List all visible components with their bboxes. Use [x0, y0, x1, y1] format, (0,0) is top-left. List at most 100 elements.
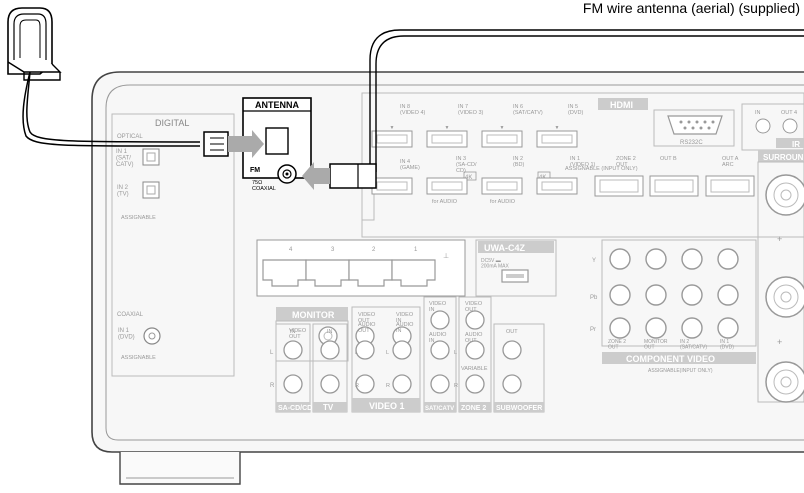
- optical-in2-port[interactable]: [142, 181, 160, 199]
- component-zone2-y-jack[interactable]: [609, 248, 631, 270]
- satcatv-video-in-jack[interactable]: [430, 310, 450, 330]
- hdmi-assignable-note: ASSIGNABLE (INPUT ONLY): [565, 166, 638, 172]
- am-terminal[interactable]: [265, 127, 289, 155]
- surround-terminal-1[interactable]: [765, 174, 804, 216]
- ir-out4-jack[interactable]: [782, 118, 798, 134]
- zone2-l-label: L: [454, 350, 457, 356]
- svg-text:▼: ▼: [445, 125, 450, 131]
- component-in2-y-jack[interactable]: [681, 248, 703, 270]
- component-in1-pb-jack[interactable]: [717, 284, 739, 306]
- hdmi-in2-port[interactable]: [481, 177, 523, 195]
- component-monitor-pb-jack[interactable]: [645, 284, 667, 306]
- video1-audio-in-l-jack[interactable]: [392, 340, 412, 360]
- tv-in-r-jack[interactable]: [320, 374, 340, 394]
- component-in1-pr-jack[interactable]: [717, 317, 739, 339]
- svg-text:▼: ▼: [555, 125, 560, 131]
- coaxial-in1-jack[interactable]: [143, 327, 161, 345]
- hdmi-in6-port[interactable]: ▼: [481, 125, 523, 148]
- hdmi-in8-label: IN 8(VIDEO 4): [400, 104, 426, 116]
- component-in2-pb-jack[interactable]: [681, 284, 703, 306]
- am-loop-antenna: [7, 7, 62, 81]
- hdmi-out-b-port[interactable]: [649, 175, 699, 197]
- svg-text:▼: ▼: [390, 125, 395, 131]
- component-in1-y-jack[interactable]: [717, 248, 739, 270]
- component-col-in1: IN 1(DVD): [720, 339, 734, 351]
- hdmi-in5-label: IN 5(DVD): [568, 104, 583, 116]
- hdmi-title: HDMI: [610, 100, 633, 110]
- hdmi-in6-label: IN 6(SAT/CATV): [513, 104, 543, 116]
- zone2-audio-out-r-jack[interactable]: [465, 374, 485, 394]
- component-zone2-pb-jack[interactable]: [609, 284, 631, 306]
- component-title: COMPONENT VIDEO: [626, 354, 715, 364]
- fm-connector-plug[interactable]: [329, 163, 377, 189]
- video1-audio-out-r-jack[interactable]: [355, 374, 375, 394]
- hdmi-in4-port[interactable]: [371, 177, 413, 195]
- optical-in1-port[interactable]: [142, 148, 160, 166]
- hdmi-in7-port[interactable]: ▼: [426, 125, 468, 148]
- component-pb-label: Pb: [590, 295, 598, 301]
- hdmi-in1-port[interactable]: [536, 177, 578, 195]
- surround-terminal-2[interactable]: [765, 276, 804, 318]
- usb-spec: DC5V ▬200mA MAX: [481, 258, 509, 270]
- usb-section: UWA-C4Z DC5V ▬200mA MAX: [475, 239, 557, 297]
- svg-text:▼: ▼: [500, 125, 505, 131]
- sacd-l-label: L: [270, 350, 274, 356]
- surround-terminal-3[interactable]: [765, 361, 804, 403]
- zone2-audio-out-l-jack[interactable]: [465, 340, 485, 360]
- subwoofer-out-1-jack[interactable]: [502, 340, 522, 360]
- sacd-in-l-jack[interactable]: [283, 340, 303, 360]
- satcatv-audio-in-r-jack[interactable]: [430, 374, 450, 394]
- am-antenna-wire: [22, 71, 264, 158]
- hdmi-in8-port[interactable]: ▼: [371, 125, 413, 148]
- surround-plus-1: +: [777, 234, 782, 244]
- ir-out4-label: OUT 4: [781, 110, 797, 116]
- hdmi-in7-label: IN 7(VIDEO 3): [458, 104, 484, 116]
- surround-section: SURROUN + +: [757, 150, 804, 403]
- component-monitor-y-jack[interactable]: [645, 248, 667, 270]
- surround-plus-2: +: [777, 337, 782, 347]
- zone2-r-label: R: [454, 383, 458, 389]
- component-in2-pr-jack[interactable]: [681, 317, 703, 339]
- video1-audio-in-r-jack[interactable]: [392, 374, 412, 394]
- subwoofer-out-2-jack[interactable]: [502, 374, 522, 394]
- hdmi-in2-label: IN 2(BD): [513, 156, 524, 168]
- rs232c-port[interactable]: RS232C: [653, 109, 735, 147]
- lan-port-label-2: 2: [372, 247, 376, 253]
- hdmi-out-a-port[interactable]: [705, 175, 755, 197]
- optical-in2-label: IN 2(TV): [117, 185, 129, 198]
- sacd-in-r-jack[interactable]: [283, 374, 303, 394]
- video1-audio-out-l-jack[interactable]: [355, 340, 375, 360]
- hdmi-4k-badge-1: 4K: [465, 175, 472, 181]
- ir-in-jack[interactable]: [755, 118, 771, 134]
- ir-in-label: IN: [755, 110, 761, 116]
- zone2-video-out-jack[interactable]: [465, 310, 485, 330]
- hdmi-in3-port[interactable]: [426, 177, 468, 195]
- hdmi-in1-label: IN 1(VIDEO 1): [570, 156, 596, 168]
- fm-antenna-caption: FM wire antenna (aerial) (supplied): [582, 0, 800, 16]
- subwoofer-label: SUBWOOFER: [496, 405, 542, 412]
- hdmi-zone2-out-port[interactable]: [594, 175, 644, 197]
- satcatv-audio-in-l-jack[interactable]: [430, 340, 450, 360]
- component-zone2-pr-jack[interactable]: [609, 317, 631, 339]
- lan-port-label-4: 4: [289, 247, 293, 253]
- lan-port-1[interactable]: [391, 259, 436, 287]
- antenna-fm-label: FM: [250, 167, 260, 174]
- hdmi-for-audio-1: for AUDIO: [432, 199, 458, 205]
- fm-antenna-wire: [302, 29, 804, 190]
- lan-port-label-3: 3: [331, 247, 335, 253]
- coaxial-assignable-label: ASSIGNABLE: [121, 355, 156, 361]
- hdmi-in5-port[interactable]: ▼: [536, 125, 578, 148]
- tv-in-l-jack[interactable]: [320, 340, 340, 360]
- monitor-title: MONITOR: [292, 310, 335, 320]
- satcatv-label: SAT/CATV: [425, 406, 454, 412]
- sacd-in-label: IN: [290, 329, 296, 335]
- component-monitor-pr-jack[interactable]: [645, 317, 667, 339]
